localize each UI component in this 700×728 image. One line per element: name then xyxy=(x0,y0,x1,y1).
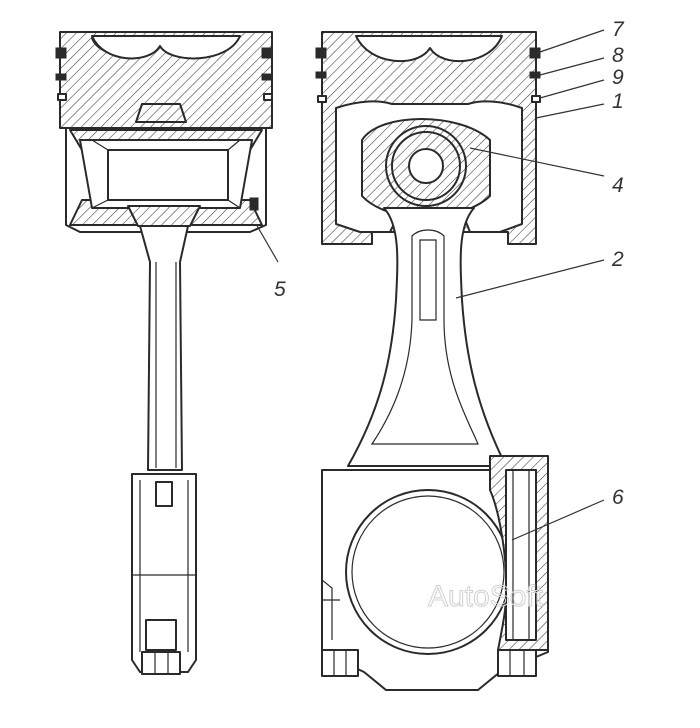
callout-8: 8 xyxy=(612,44,624,67)
side-rod-shank xyxy=(139,225,189,471)
callout-2: 2 xyxy=(611,248,624,271)
callout-9: 9 xyxy=(612,66,624,89)
callout-labels: 7 8 9 1 4 2 5 6 xyxy=(274,18,625,509)
watermark: AutoSoft xyxy=(428,580,544,613)
callout-1: 1 xyxy=(612,90,624,113)
callout-7: 7 xyxy=(612,18,625,41)
side-view xyxy=(55,31,273,675)
callout-5: 5 xyxy=(274,278,286,301)
front-view xyxy=(315,31,549,691)
crank-bore xyxy=(345,489,511,655)
callout-4: 4 xyxy=(612,174,624,197)
leader-lines xyxy=(255,29,605,541)
callout-6: 6 xyxy=(612,486,624,509)
connecting-rod xyxy=(347,207,507,467)
